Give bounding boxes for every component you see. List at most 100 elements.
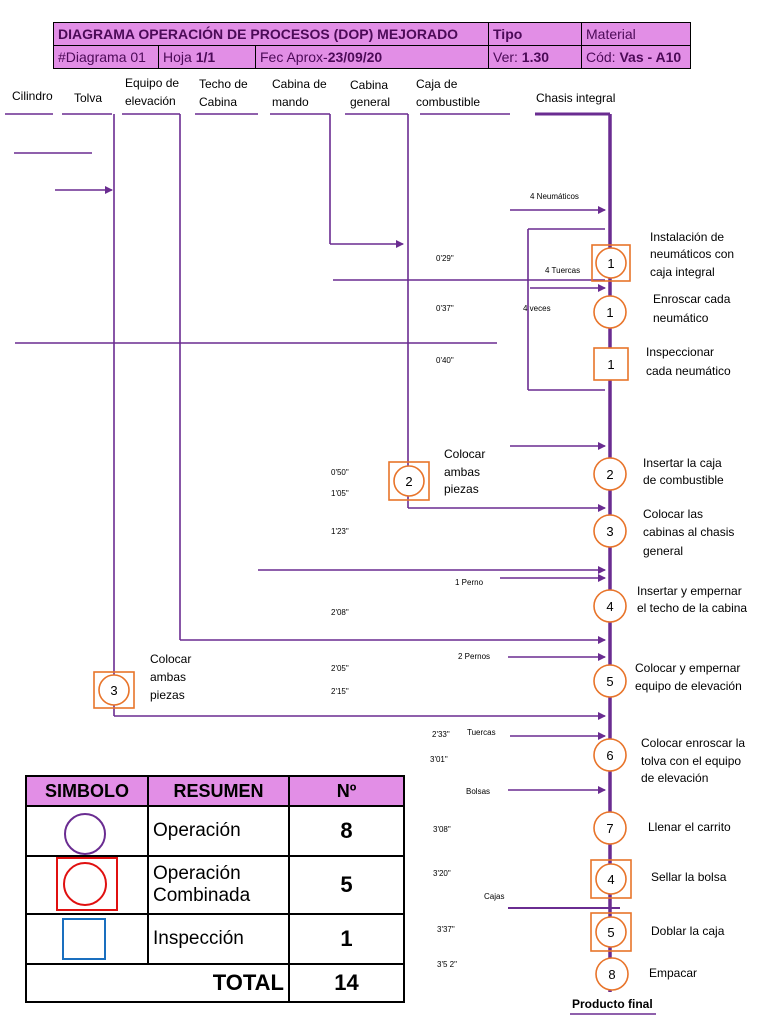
step-label: de combustible [643, 473, 724, 487]
header-diagrama: #Diagrama 01 [53, 45, 159, 69]
combined-circle [393, 465, 425, 497]
summary-inspection-count: 1 [288, 913, 405, 965]
combined-square [93, 671, 135, 709]
step-number: 4 [606, 599, 613, 614]
time-label: 2'05" [331, 664, 349, 673]
col-cabmando-1: Cabina de [272, 77, 327, 91]
summary-inspection: Inspección [147, 913, 290, 965]
time-label: 0'37" [436, 304, 454, 313]
time-label: 2'08" [331, 608, 349, 617]
inspection-square [593, 347, 629, 381]
step-label: cabinas al chasis [643, 525, 734, 539]
step-label: Instalación de [650, 230, 724, 244]
col-techo-2: Cabina [199, 95, 237, 109]
step-number: 2 [606, 467, 613, 482]
step-label: Inspeccionar [646, 345, 714, 359]
time-label: 3'37" [437, 925, 455, 934]
input-bolsas: Bolsas [466, 787, 490, 796]
step-label: Enroscar cada [653, 292, 731, 306]
summary-total-label: TOTAL [25, 963, 290, 1003]
step-label: el techo de la cabina [637, 601, 747, 615]
time-label: 3'5 2" [437, 960, 457, 969]
flow-lines [5, 112, 656, 1015]
combined-circle [595, 863, 627, 895]
col-equipo-2: elevación [125, 94, 176, 108]
col-techo-1: Techo de [199, 77, 248, 91]
header-material: Material [581, 22, 691, 46]
step-number: 7 [606, 821, 613, 836]
input-labels: 4 Neumáticos 4 Tuercas 4 veces 1 Perno 2… [455, 192, 580, 901]
time-label: 3'08" [433, 825, 451, 834]
step-label: de elevación [641, 771, 708, 785]
time-label: 1'23" [331, 527, 349, 536]
input-cajas: Cajas [484, 892, 504, 901]
hoja-label: Hoja [163, 49, 196, 65]
header-table: DIAGRAMA OPERACIÓN DE PROCESOS (DOP) MEJ… [53, 22, 691, 69]
step-label: ambas [150, 670, 186, 684]
col-cilindro: Cilindro [12, 89, 53, 103]
operation-circle [593, 738, 627, 772]
branch-steps: 2 Colocar ambas piezas 3 Colocar ambas p… [93, 447, 485, 709]
fecha-value: 23/09/20 [327, 49, 383, 65]
operation-circle [593, 514, 627, 548]
col-cabgen-1: Cabina [350, 78, 388, 92]
col-caja-1: Caja de [416, 77, 458, 91]
step-label: Empacar [649, 966, 697, 980]
combined-symbol-cell [25, 855, 149, 915]
step-label: Colocar las [643, 507, 703, 521]
step-label: Colocar [150, 652, 191, 666]
step-label: piezas [150, 688, 185, 702]
step-label: Sellar la bolsa [651, 870, 727, 884]
step-label: Insertar la caja [643, 456, 722, 470]
step-label: Llenar el carrito [648, 820, 731, 834]
step-label: Colocar enroscar la [641, 736, 745, 750]
operation-circle [593, 457, 627, 491]
combined-circle [595, 916, 627, 948]
summary-header-n: Nº [288, 775, 405, 807]
step-label: neumáticos con [650, 247, 734, 261]
step-number: 1 [607, 357, 614, 372]
summary-table: SIMBOLO RESUMEN Nº Operación 8 Operación… [25, 775, 405, 1003]
col-equipo-1: Equipo de [125, 76, 179, 90]
summary-header-simbolo: SIMBOLO [25, 775, 149, 807]
step-number: 8 [608, 967, 615, 982]
time-label: 3'20" [433, 869, 451, 878]
step-number: 3 [606, 524, 613, 539]
ver-value: 1.30 [521, 49, 550, 65]
combined-square [388, 461, 430, 501]
step-number: 5 [607, 925, 614, 940]
header-fecha: Fec Aprox-23/09/20 [255, 45, 489, 69]
combined-square [591, 244, 631, 282]
time-label: 3'01" [430, 755, 448, 764]
step-number: 2 [405, 474, 412, 489]
inspection-symbol-cell [25, 913, 149, 965]
col-cabgen-2: general [350, 95, 390, 109]
step-label: caja integral [650, 265, 715, 279]
step-label: equipo de elevación [635, 679, 742, 693]
operation-circle [593, 811, 627, 845]
column-headers: Cilindro Tolva Equipo de elevación Techo… [12, 76, 615, 109]
input-pernos2: 2 Pernos [458, 652, 490, 661]
operation-circle [593, 664, 627, 698]
input-veces: 4 veces [523, 304, 551, 313]
step-label: piezas [444, 482, 479, 496]
combined-circle [98, 674, 130, 706]
input-perno1: 1 Perno [455, 578, 484, 587]
header-hoja: Hoja 1/1 [158, 45, 256, 69]
combined-square [590, 859, 632, 899]
time-label: 0'40" [436, 356, 454, 365]
combined-circle-icon [63, 862, 107, 906]
header-title: DIAGRAMA OPERACIÓN DE PROCESOS (DOP) MEJ… [53, 22, 489, 46]
input-neumaticos: 4 Neumáticos [530, 192, 579, 201]
time-label: 2'33" [432, 730, 450, 739]
col-cabmando-2: mando [272, 95, 309, 109]
step-number: 1 [607, 256, 614, 271]
summary-combined-line1: Operación [153, 863, 241, 884]
step-label: Insertar y empernar [637, 584, 742, 598]
col-caja-2: combustible [416, 95, 480, 109]
summary-combined-line2: Combinada [153, 885, 251, 906]
step-number: 4 [607, 872, 614, 887]
final-product-label: Producto final [572, 997, 653, 1011]
